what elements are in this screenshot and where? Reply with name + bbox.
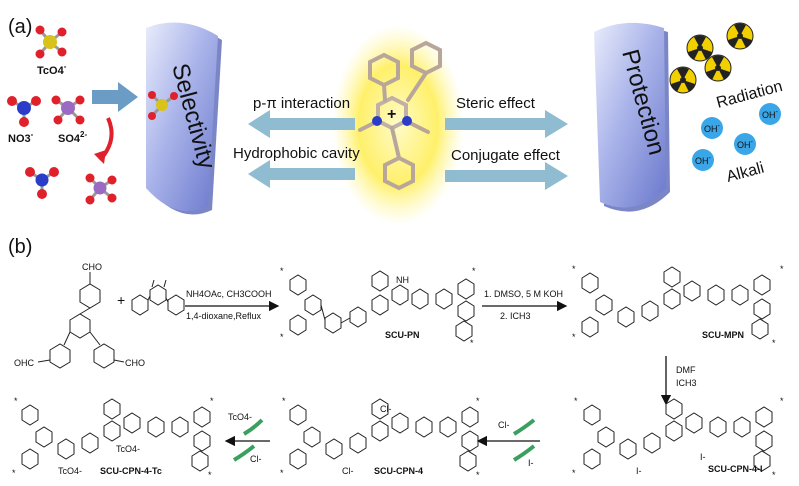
scu-cpn4tc-label: SCU-CPN-4-Tc xyxy=(100,466,162,476)
star-2: * xyxy=(472,266,476,276)
exchange-right-bottom: I- xyxy=(528,458,534,468)
radiation-icon xyxy=(704,54,732,82)
so4-molecule xyxy=(51,95,85,125)
rejected-so4 xyxy=(85,173,117,205)
oh-bubble: OH- xyxy=(759,103,781,125)
arrow-p-pi xyxy=(248,110,355,138)
no3-molecule xyxy=(7,96,41,127)
selectivity-shield xyxy=(146,22,222,215)
svg-text:OH-: OH- xyxy=(762,109,779,120)
step1-conditions-2: 1,4-dioxane,Reflux xyxy=(186,311,262,321)
anion-to-shield-arrow xyxy=(92,82,138,112)
radiation-icon xyxy=(686,34,714,62)
no3-label: NO3- xyxy=(8,130,34,145)
svg-text:OH-: OH- xyxy=(737,139,754,150)
scu-cpn4tc-structure xyxy=(21,398,211,472)
star-7: * xyxy=(572,332,576,342)
pertechnetate-2: TcO4- xyxy=(116,444,140,454)
chloride-1: Cl- xyxy=(342,466,354,476)
exchange-left-top: TcO4- xyxy=(228,412,252,422)
step2-conditions-1: 1. DMSO, 5 M KOH xyxy=(484,289,563,299)
panel-b-label: (b) xyxy=(8,236,32,258)
star-10: * xyxy=(780,396,784,406)
scu-cpn4i-label: SCU-CPN-4-I xyxy=(708,464,763,474)
exchange-left-bottom: Cl- xyxy=(250,454,262,464)
tco4-molecule xyxy=(35,25,67,59)
oh-bubble: OH- xyxy=(692,149,714,171)
cho-right-label: CHO xyxy=(125,358,145,368)
scu-mpn-structure xyxy=(581,266,771,340)
oh-bubble: OH- xyxy=(734,133,756,155)
star-13: * xyxy=(282,396,286,406)
scu-pn-structure xyxy=(289,270,475,342)
star-20: * xyxy=(208,470,212,480)
panel-a-label: (a) xyxy=(8,16,32,38)
hydrophobic-text: Hydrophobic cavity xyxy=(233,145,360,162)
iodide-1: I- xyxy=(636,466,642,476)
radiation-icon xyxy=(726,22,754,50)
star-3: * xyxy=(280,332,284,342)
green-swoosh xyxy=(232,444,256,462)
scu-pn-label: SCU-PN xyxy=(385,330,420,340)
nh-label: NH xyxy=(396,275,409,285)
star-16: * xyxy=(476,470,480,480)
green-swoosh xyxy=(242,418,264,436)
step1-conditions-1: NH4OAc, CH3COOH xyxy=(186,289,272,299)
ohc-left-label: OHC xyxy=(14,358,35,368)
step3-conditions-2: ICH3 xyxy=(676,378,697,388)
star-14: * xyxy=(476,396,480,406)
arrow-steric xyxy=(445,110,568,138)
scu-cpn4-label: SCU-CPN-4 xyxy=(374,466,423,476)
scu-mpn-label: SCU-MPN xyxy=(702,330,744,340)
star-8: * xyxy=(772,338,776,348)
star-18: * xyxy=(210,396,214,406)
cho-top-label: CHO xyxy=(82,262,102,272)
star-19: * xyxy=(12,468,16,478)
step2-conditions-2: 2. ICH3 xyxy=(500,311,531,321)
trialdehyde-structure xyxy=(37,272,125,369)
arrow-conjugate xyxy=(445,162,568,190)
step3-conditions-1: DMF xyxy=(676,365,696,375)
red-arrowhead xyxy=(94,150,106,164)
tco4-label: TcO4- xyxy=(37,62,67,77)
star-1: * xyxy=(280,266,284,276)
cation-plus: + xyxy=(387,106,396,123)
alkali-label: Alkali xyxy=(725,160,766,186)
green-swoosh xyxy=(512,444,536,462)
svg-text:OH-: OH- xyxy=(695,155,712,166)
star-15: * xyxy=(280,468,284,478)
tetraketone-structure xyxy=(131,279,185,316)
star-12: * xyxy=(772,470,776,480)
green-swoosh xyxy=(512,418,536,436)
steric-text: Steric effect xyxy=(456,95,536,112)
plus-sign: + xyxy=(117,292,125,308)
star-17: * xyxy=(14,396,18,406)
nitrogen-atom-1 xyxy=(372,116,382,126)
radiation-icon xyxy=(669,66,697,94)
svg-text:OH-: OH- xyxy=(704,123,721,134)
chloride-2: Cl- xyxy=(380,404,392,414)
scu-cpn4-structure xyxy=(289,398,479,472)
iodide-2: I- xyxy=(700,452,706,462)
star-6: * xyxy=(780,264,784,274)
so4-label: SO42- xyxy=(58,130,87,145)
star-9: * xyxy=(574,396,578,406)
p-pi-text: p-π interaction xyxy=(253,95,350,112)
pertechnetate-1: TcO4- xyxy=(58,466,82,476)
conjugate-text: Conjugate effect xyxy=(451,147,561,164)
oh-bubble: OH- xyxy=(701,117,723,139)
arrow-hydrophobic xyxy=(248,160,355,188)
star-5: * xyxy=(572,264,576,274)
exchange-right-top: Cl- xyxy=(498,420,510,430)
scu-cpn4i-structure xyxy=(583,398,773,472)
star-4: * xyxy=(470,338,474,348)
protection-shield xyxy=(594,22,670,212)
star-11: * xyxy=(572,468,576,478)
rejected-no3 xyxy=(25,167,59,199)
nitrogen-atom-2 xyxy=(402,116,412,126)
